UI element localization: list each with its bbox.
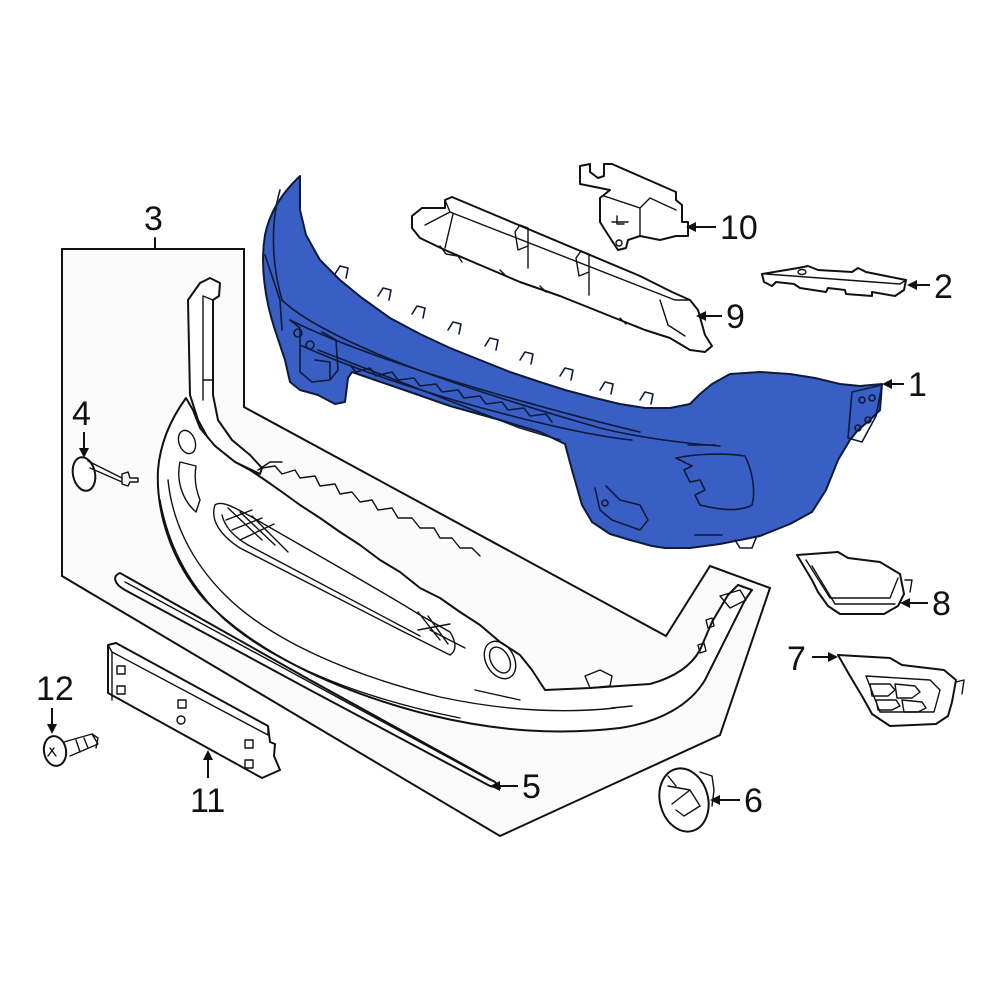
- part-6-emblem-plug[interactable]: [653, 763, 716, 837]
- callout-3: 3: [144, 200, 163, 238]
- callout-1: 1: [882, 366, 927, 404]
- part-4-tow-hook-cap[interactable]: [70, 455, 139, 493]
- callout-label-6: 6: [744, 782, 763, 820]
- callout-4: 4: [72, 395, 91, 458]
- part-9-energy-absorber[interactable]: [411, 196, 713, 353]
- part-11-license-plate-bracket[interactable]: [107, 642, 281, 779]
- callout-label-9: 9: [726, 298, 745, 336]
- callout-label-4: 4: [72, 395, 91, 433]
- callout-10: 10: [686, 209, 758, 247]
- callout-label-10: 10: [720, 209, 758, 247]
- callout-label-8: 8: [932, 585, 951, 623]
- callout-label-2: 2: [934, 268, 953, 306]
- callout-label-12: 12: [36, 670, 74, 708]
- part-2-bracket-strip[interactable]: [761, 265, 907, 297]
- part-7-fog-lamp-grille[interactable]: [837, 654, 965, 727]
- callout-2: 2: [907, 268, 953, 306]
- callout-12: 12: [36, 670, 74, 734]
- callout-5: 5: [490, 768, 541, 806]
- part-8-fog-lamp-bezel[interactable]: [796, 551, 913, 615]
- callout-7: 7: [787, 640, 838, 678]
- callout-9: 9: [696, 298, 745, 336]
- part-1-bumper-fascia-highlighted[interactable]: [262, 175, 883, 549]
- callout-label-5: 5: [522, 768, 541, 806]
- callout-6: 6: [710, 782, 763, 820]
- callout-label-1: 1: [908, 366, 927, 404]
- callout-8: 8: [900, 585, 951, 623]
- part-12-push-pin[interactable]: [42, 733, 99, 768]
- callout-label-11: 11: [190, 782, 225, 820]
- callout-label-7: 7: [787, 640, 806, 678]
- callout-label-3: 3: [144, 200, 163, 238]
- part-3-bumper-cover[interactable]: [156, 277, 753, 733]
- part-10-sensor-bracket[interactable]: [579, 163, 689, 251]
- callout-11: 11: [190, 750, 225, 820]
